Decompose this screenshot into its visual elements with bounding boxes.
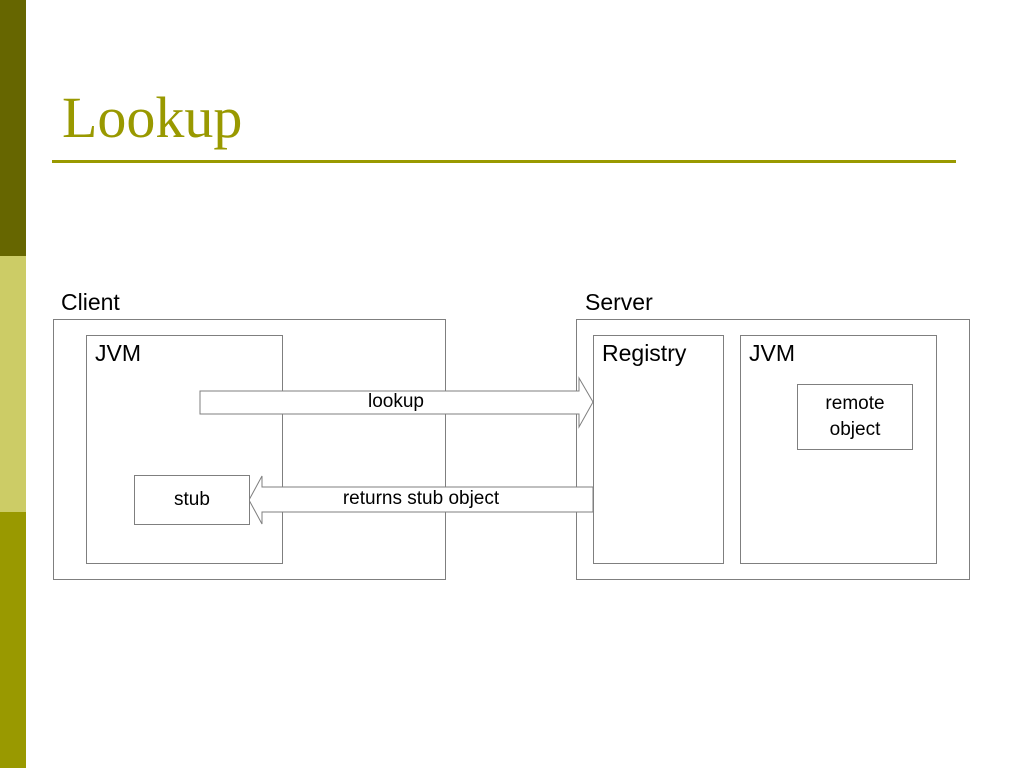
lookup-arrow [199,376,594,429]
client-jvm-box: JVM [86,335,283,564]
stub-label: stub [174,489,210,510]
accent-bar-bottom [0,512,26,768]
registry-label: Registry [602,340,687,366]
accent-bar-top [0,0,26,256]
lookup-arrow-label: lookup [368,391,424,412]
accent-bar-middle [0,256,26,512]
slide-title: Lookup [62,85,243,150]
server-label: Server [585,289,653,315]
returns-arrow-label: returns stub object [342,488,500,509]
remote-object-box: remote object [797,384,913,450]
remote-object-label: remote object [825,393,885,440]
stub-box: stub [134,475,250,525]
client-label: Client [61,289,120,315]
returns-stub-arrow [248,475,594,525]
client-jvm-label: JVM [95,340,141,366]
registry-box: Registry [593,335,724,564]
title-underline [52,160,956,163]
server-jvm-label: JVM [749,340,795,366]
